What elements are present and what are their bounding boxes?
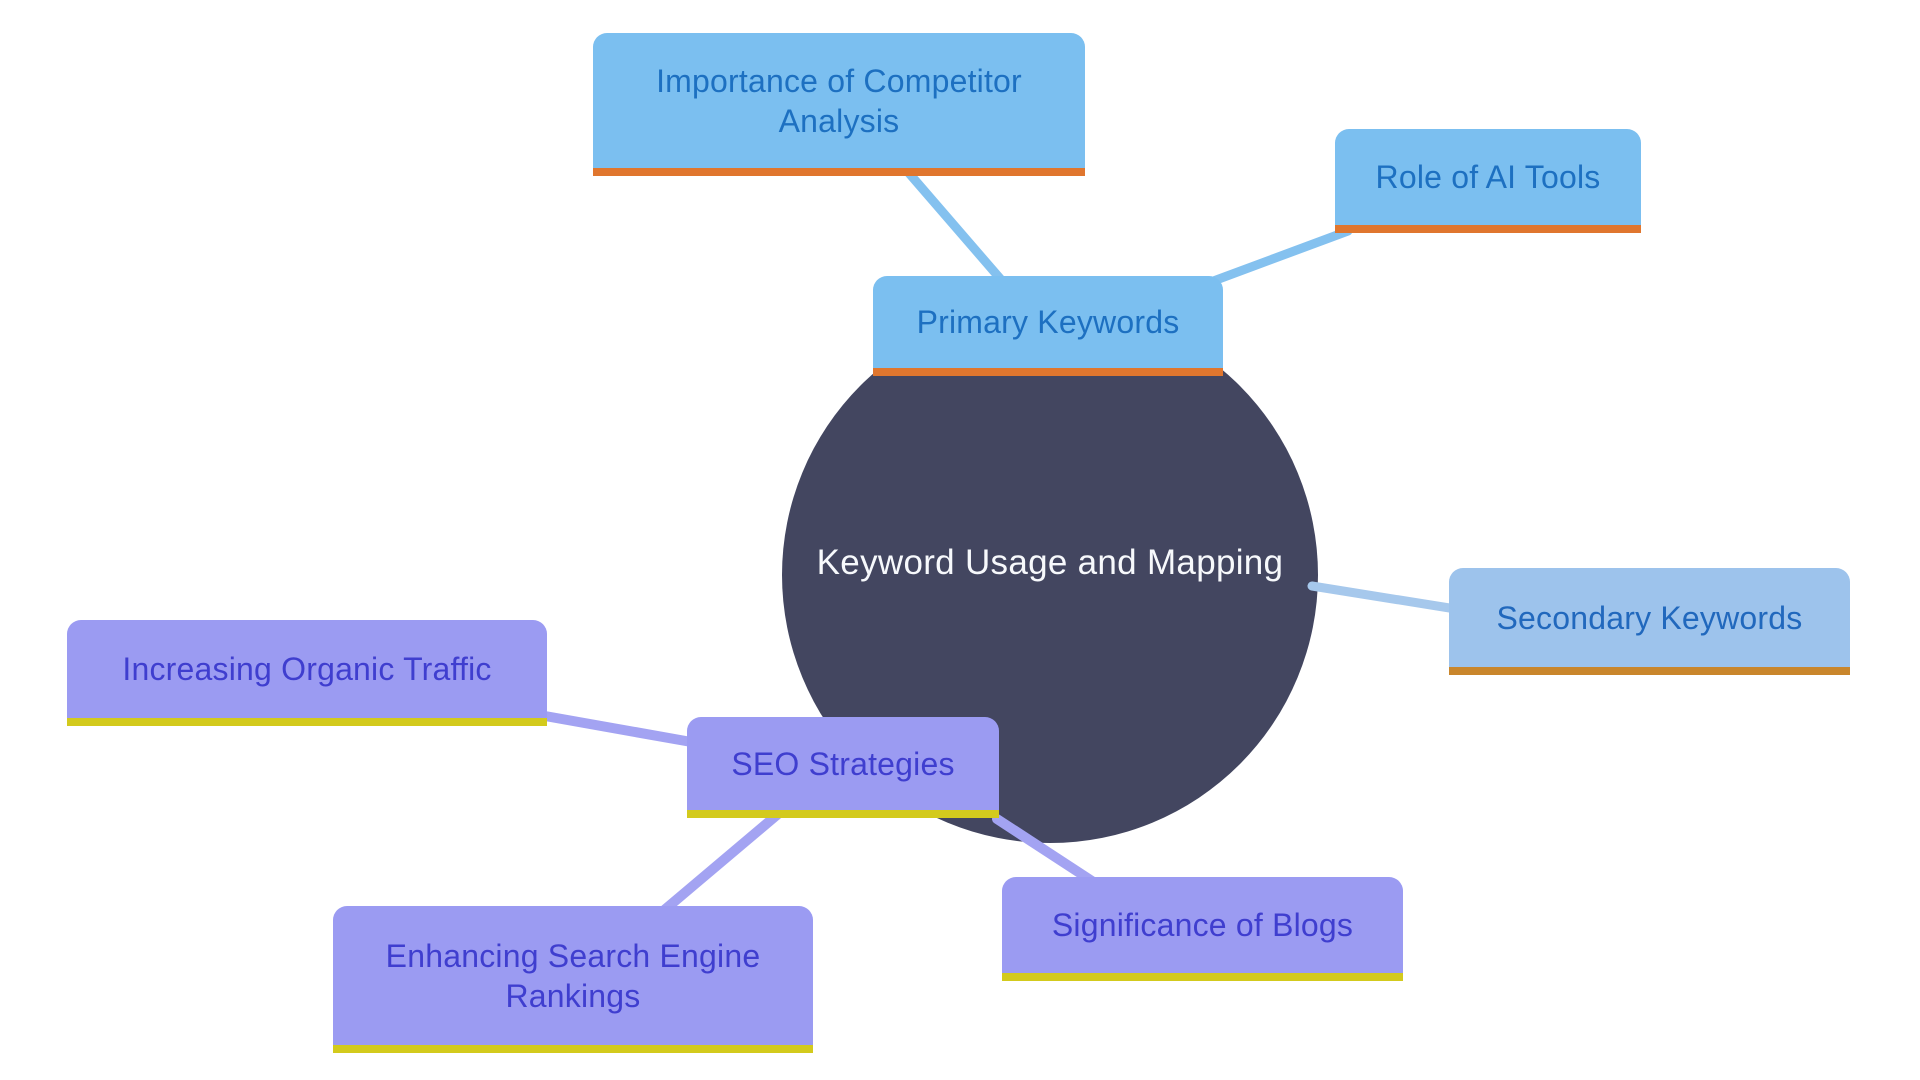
edge-seo-to-enhancing xyxy=(657,809,783,917)
node-underline xyxy=(593,168,1085,176)
edge-center-to-secondary xyxy=(1307,581,1467,615)
node-primary-keywords[interactable]: Primary Keywords xyxy=(873,276,1223,376)
edge-seo-to-significance xyxy=(992,814,1097,886)
central-topic-circle[interactable] xyxy=(782,307,1318,843)
node-label: Primary Keywords xyxy=(916,304,1180,340)
node-label: Significance of Blogs xyxy=(1051,907,1354,943)
node-role-of-ai-tools[interactable]: Role of AI Tools xyxy=(1335,129,1641,233)
node-underline xyxy=(873,368,1223,376)
node-label: Increasing Organic Traffic xyxy=(122,651,492,687)
node-enhancing-search-engine-rankings[interactable]: Enhancing Search Engine Rankings xyxy=(333,906,813,1053)
node-label: Secondary Keywords xyxy=(1496,599,1803,636)
node-underline xyxy=(1449,667,1850,675)
node-label: Enhancing Search Engine Rankings xyxy=(385,937,761,1014)
node-seo-strategies[interactable]: SEO Strategies xyxy=(687,717,999,818)
node-label: Importance of Competitor Analysis xyxy=(656,62,1022,139)
edge-role-to-primary xyxy=(1195,226,1353,291)
node-importance-of-competitor-analysis[interactable]: Importance of Competitor Analysis xyxy=(593,33,1085,176)
edge-increasing-to-seo xyxy=(540,711,702,748)
node-label: SEO Strategies xyxy=(731,745,955,782)
node-increasing-organic-traffic[interactable]: Increasing Organic Traffic xyxy=(67,620,547,726)
node-label: Role of AI Tools xyxy=(1375,159,1601,195)
node-underline xyxy=(687,810,999,818)
edge-importance-to-primary xyxy=(903,167,1015,295)
node-significance-of-blogs[interactable]: Significance of Blogs xyxy=(1002,877,1403,981)
node-underline xyxy=(67,718,547,726)
node-underline xyxy=(1335,225,1641,233)
node-underline xyxy=(1002,973,1403,981)
central-topic-label: Keyword Usage and Mapping xyxy=(816,543,1284,582)
node-underline xyxy=(333,1045,813,1053)
node-secondary-keywords[interactable]: Secondary Keywords xyxy=(1449,568,1850,675)
